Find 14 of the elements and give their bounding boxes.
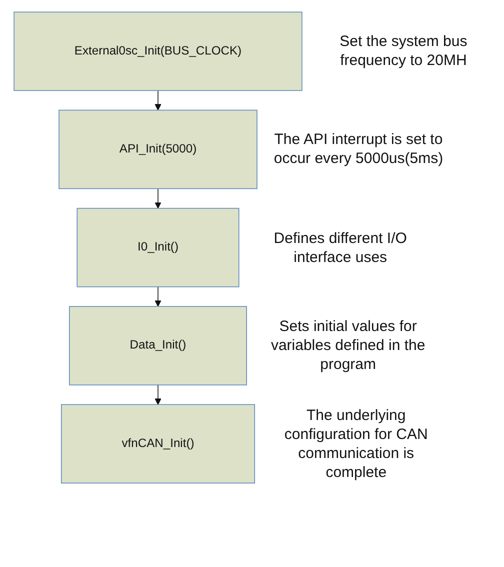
description-text: Set the system bus frequency to 20MH xyxy=(338,32,468,70)
description-text: The underlying configuration for CAN communication is complete xyxy=(283,406,429,482)
node-box xyxy=(69,306,247,386)
arrow xyxy=(154,188,162,209)
arrow xyxy=(154,90,162,110)
node-box xyxy=(58,110,258,190)
description-text: The API interrupt is set to occur every 5000us(5ms) xyxy=(272,130,444,168)
arrow xyxy=(154,286,162,307)
description-text: Sets initial values for variables defined in the program xyxy=(270,317,426,374)
node-box xyxy=(76,208,240,288)
description-text: Defines different I/O interface uses xyxy=(272,228,408,267)
node-box xyxy=(60,404,256,484)
arrow xyxy=(154,384,162,405)
node-box xyxy=(14,12,302,91)
